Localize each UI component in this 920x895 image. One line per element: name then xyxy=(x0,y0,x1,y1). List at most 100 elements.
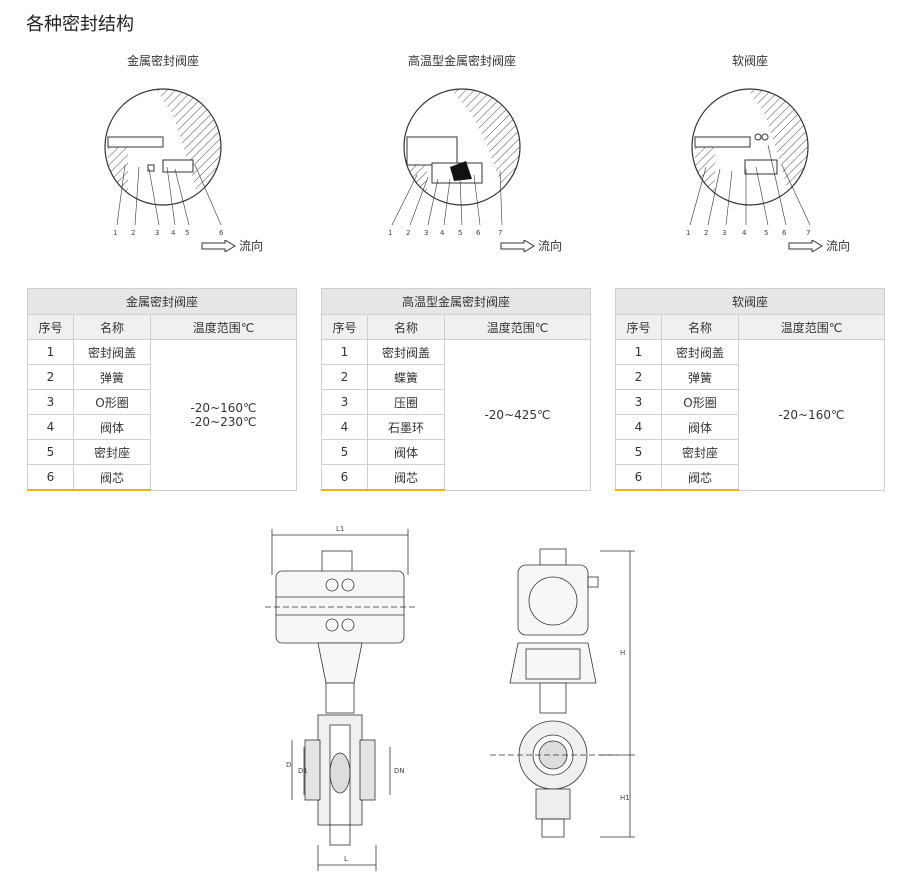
cell-part: 密封阀盖 xyxy=(367,339,445,365)
cell-index: 2 xyxy=(27,364,74,390)
cell-part: 蝶簧 xyxy=(367,364,445,390)
cell-index: 1 xyxy=(27,339,74,365)
col-header: 名称 xyxy=(73,314,151,340)
flow-label: 流向 xyxy=(825,239,850,253)
flow-direction: 流向 xyxy=(362,237,562,254)
cell-index: 1 xyxy=(321,339,368,365)
cell-part: 压圈 xyxy=(367,389,445,415)
part-label: 4 xyxy=(440,229,445,235)
cell-index: 5 xyxy=(321,439,368,465)
cell-index: 3 xyxy=(321,389,368,415)
cell-index: 6 xyxy=(615,464,662,491)
cell-part: 密封阀盖 xyxy=(661,339,739,365)
cell-index: 1 xyxy=(615,339,662,365)
part-label: 6 xyxy=(476,229,481,235)
col-header: 温度范围℃ xyxy=(444,314,591,340)
cell-index: 6 xyxy=(321,464,368,491)
part-label: 3 xyxy=(155,229,159,235)
cell-part: 弹簧 xyxy=(661,364,739,390)
flow-arrow-icon xyxy=(201,239,236,252)
flow-arrow-icon xyxy=(500,239,535,252)
cell-index: 2 xyxy=(615,364,662,390)
cell-part: 弹簧 xyxy=(73,364,151,390)
part-label: 6 xyxy=(219,229,224,235)
part-label: 5 xyxy=(185,229,189,235)
col-header: 温度范围℃ xyxy=(738,314,885,340)
flow-direction: 流向 xyxy=(63,237,263,254)
cell-temperature: -20~425℃ xyxy=(444,339,591,491)
flow-label: 流向 xyxy=(238,239,263,253)
cell-part: 阀芯 xyxy=(73,464,151,491)
table-caption: 软阀座 xyxy=(615,288,885,315)
flow-label: 流向 xyxy=(537,239,562,253)
dim-label: DN xyxy=(394,767,405,775)
dim-label: D1 xyxy=(298,767,308,775)
cell-part: 阀芯 xyxy=(661,464,739,491)
temperature-range: -20~160℃ xyxy=(778,407,845,422)
table-caption: 高温型金属密封阀座 xyxy=(321,288,591,315)
dim-label: L xyxy=(344,855,348,863)
part-label: 4 xyxy=(742,229,747,235)
cell-part: 阀芯 xyxy=(367,464,445,491)
col-header: 序号 xyxy=(615,314,662,340)
part-label: 3 xyxy=(424,229,428,235)
part-label: 5 xyxy=(764,229,768,235)
cell-part: O形圈 xyxy=(73,389,151,415)
part-label: 6 xyxy=(782,229,787,235)
flow-direction: 流向 xyxy=(650,237,850,254)
part-label: 3 xyxy=(722,229,726,235)
seal-diagram-high-temp: 高温型金属密封阀座 1 2 3 4 xyxy=(362,52,562,254)
col-header: 温度范围℃ xyxy=(150,314,297,340)
part-label: 2 xyxy=(704,229,708,235)
valve-side-view-drawing: H H1 xyxy=(490,548,635,838)
cell-temperature: -20~160℃ xyxy=(738,339,885,491)
part-label: 7 xyxy=(806,229,810,235)
col-header: 名称 xyxy=(367,314,445,340)
cell-part: 石墨环 xyxy=(367,414,445,440)
cell-index: 5 xyxy=(27,439,74,465)
flow-arrow-icon xyxy=(788,239,823,252)
temperature-range: -20~230℃ xyxy=(190,414,257,429)
dim-label: D xyxy=(286,761,291,769)
col-header: 名称 xyxy=(661,314,739,340)
cell-index: 4 xyxy=(27,414,74,440)
part-label: 2 xyxy=(131,229,135,235)
cell-index: 4 xyxy=(321,414,368,440)
cell-index: 3 xyxy=(615,389,662,415)
dim-label: L1 xyxy=(336,525,344,533)
temperature-range: -20~160℃ xyxy=(190,400,257,415)
col-header: 序号 xyxy=(321,314,368,340)
cell-temperature: -20~160℃-20~230℃ xyxy=(150,339,297,491)
dim-label: H xyxy=(620,649,625,657)
diagram-title: 高温型金属密封阀座 xyxy=(407,54,516,68)
diagram-title: 软阀座 xyxy=(731,54,768,68)
cell-index: 2 xyxy=(321,364,368,390)
metal-seat-section-drawing: 1 2 3 4 5 6 xyxy=(104,88,224,235)
high-temp-seat-section-drawing: 1 2 3 4 5 6 7 xyxy=(388,88,521,235)
dim-label: H1 xyxy=(620,794,630,802)
temperature-range: -20~425℃ xyxy=(484,407,551,422)
cell-index: 3 xyxy=(27,389,74,415)
cell-part: 密封阀盖 xyxy=(73,339,151,365)
diagram-title: 金属密封阀座 xyxy=(126,54,199,68)
cell-part: 密封座 xyxy=(661,439,739,465)
part-label: 1 xyxy=(388,229,392,235)
part-label: 5 xyxy=(458,229,462,235)
cell-index: 6 xyxy=(27,464,74,491)
seal-diagram-soft: 软阀座 1 2 3 4 xyxy=(650,52,850,254)
